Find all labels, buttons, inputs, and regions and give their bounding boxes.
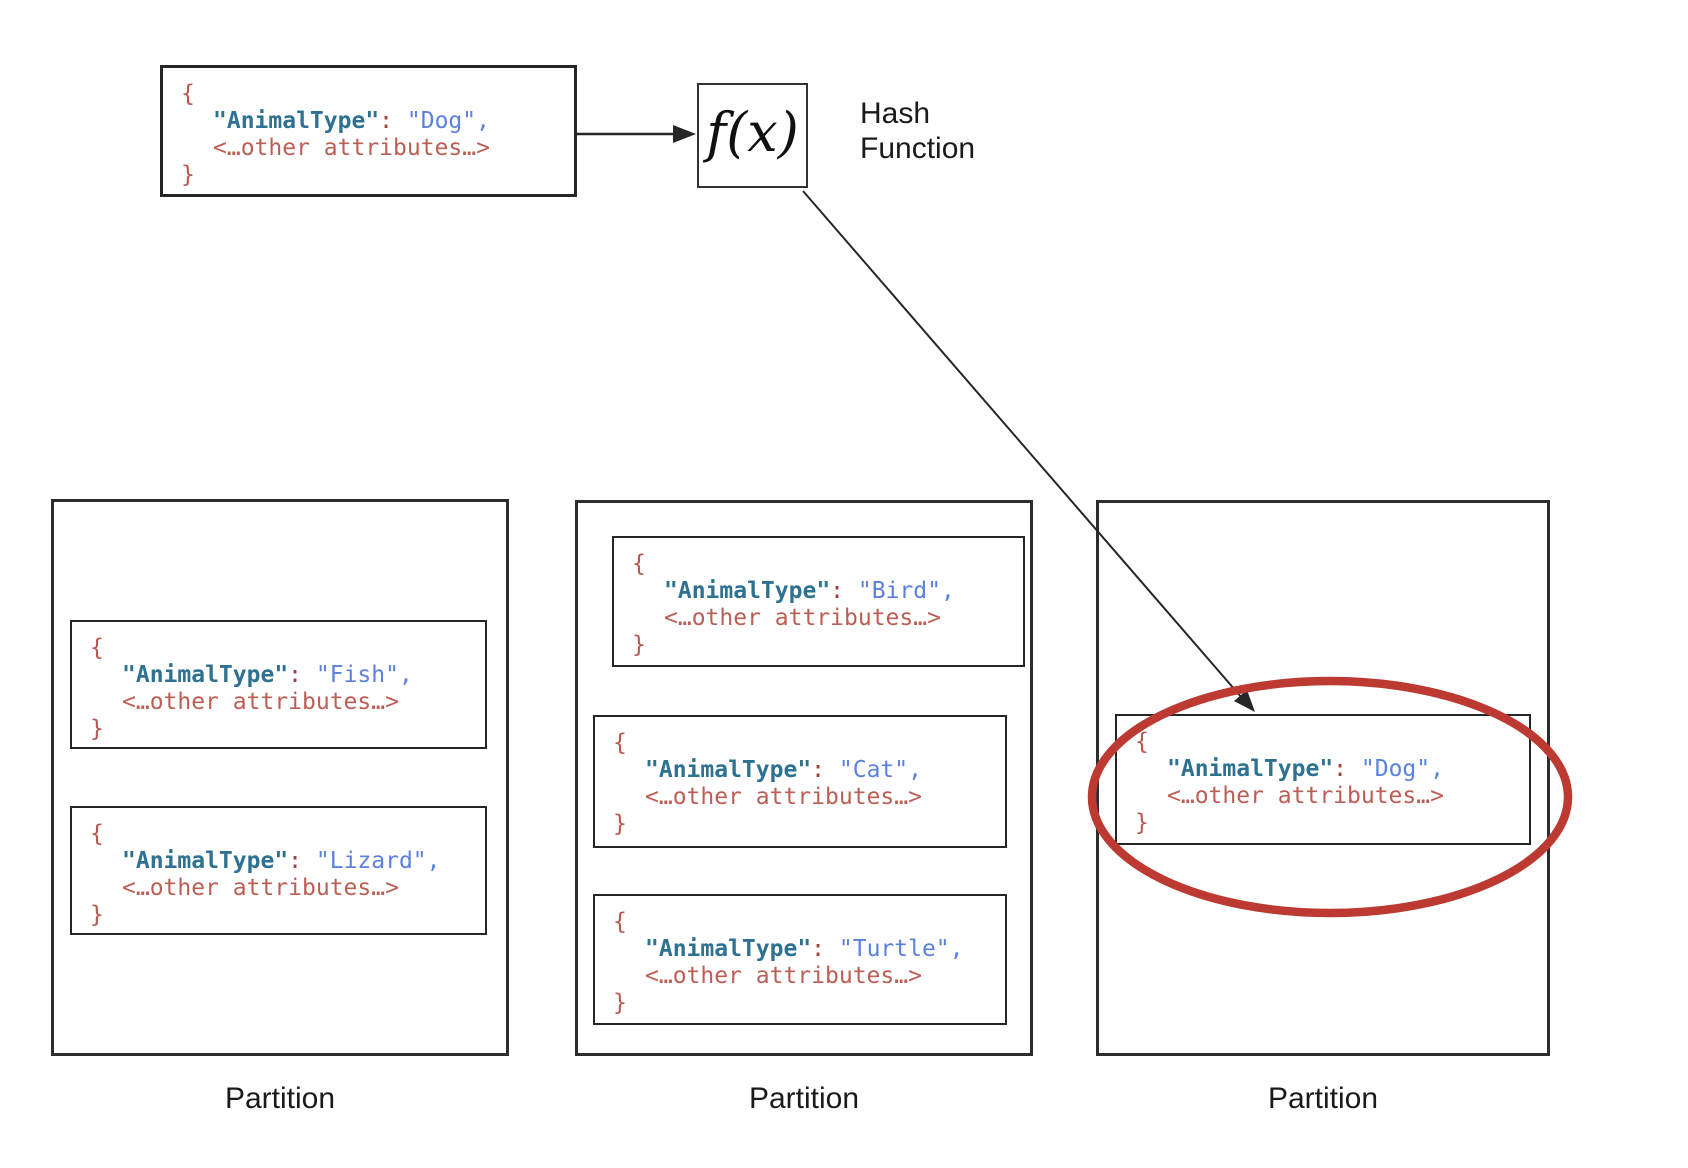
json-other-attributes: <…other attributes…> xyxy=(664,605,941,631)
json-key: "AnimalType" xyxy=(213,108,380,134)
arrowhead-source-to-hash xyxy=(673,125,696,143)
json-key: "AnimalType" xyxy=(645,936,812,962)
json-key-value-line: "AnimalType": "Fish", xyxy=(72,662,485,689)
hash-function-box: f(x) xyxy=(697,83,808,188)
json-value: "Bird", xyxy=(857,578,955,604)
partition-box-1 xyxy=(51,499,509,1056)
json-open-brace: { xyxy=(1135,729,1149,755)
record-dog-highlighted: { "AnimalType": "Dog", <…other attribute… xyxy=(1115,714,1531,845)
hash-function-label-line2: Function xyxy=(860,132,976,165)
json-close-brace: } xyxy=(90,716,104,742)
json-other-attributes: <…other attributes…> xyxy=(122,875,399,901)
json-other-attributes: <…other attributes…> xyxy=(1167,783,1444,809)
json-key-value-line: "AnimalType": "Dog", xyxy=(163,108,574,135)
json-close-brace: } xyxy=(613,990,627,1016)
json-close-brace: } xyxy=(90,902,104,928)
json-value: "Lizard", xyxy=(315,848,441,874)
hash-function-symbol: f(x) xyxy=(706,101,799,164)
json-value: "Dog", xyxy=(406,108,490,134)
json-colon: : xyxy=(379,108,407,134)
json-colon: : xyxy=(1333,756,1361,782)
partition-label-3: Partition xyxy=(1267,1082,1379,1115)
record-source-dog: { "AnimalType": "Dog", <…other attribute… xyxy=(160,65,577,197)
json-colon: : xyxy=(288,662,316,688)
json-key-value-line: "AnimalType": "Bird", xyxy=(614,578,1023,605)
record-lizard: { "AnimalType": "Lizard", <…other attrib… xyxy=(70,806,487,935)
record-fish: { "AnimalType": "Fish", <…other attribut… xyxy=(70,620,487,749)
json-close-brace: } xyxy=(181,162,195,188)
record-bird: { "AnimalType": "Bird", <…other attribut… xyxy=(612,536,1025,667)
json-close-brace: } xyxy=(1135,810,1149,836)
json-colon: : xyxy=(811,936,839,962)
json-key: "AnimalType" xyxy=(645,757,812,783)
json-key: "AnimalType" xyxy=(664,578,831,604)
json-open-brace: { xyxy=(181,81,195,107)
json-open-brace: { xyxy=(613,730,627,756)
json-open-brace: { xyxy=(90,635,104,661)
json-key: "AnimalType" xyxy=(122,848,289,874)
hash-function-label: Hash Function xyxy=(860,96,975,166)
json-colon: : xyxy=(830,578,858,604)
json-colon: : xyxy=(288,848,316,874)
partition-label-2: Partition xyxy=(748,1082,860,1115)
json-colon: : xyxy=(811,757,839,783)
record-cat: { "AnimalType": "Cat", <…other attribute… xyxy=(593,715,1007,848)
json-close-brace: } xyxy=(613,811,627,837)
json-key: "AnimalType" xyxy=(122,662,289,688)
json-value: "Dog", xyxy=(1360,756,1444,782)
json-key: "AnimalType" xyxy=(1167,756,1334,782)
partition-label-1: Partition xyxy=(224,1082,336,1115)
json-key-value-line: "AnimalType": "Cat", xyxy=(595,757,1005,784)
json-value: "Cat", xyxy=(838,757,922,783)
json-value: "Fish", xyxy=(315,662,413,688)
json-open-brace: { xyxy=(90,821,104,847)
json-other-attributes: <…other attributes…> xyxy=(645,784,922,810)
hash-function-label-line1: Hash xyxy=(860,97,931,130)
json-other-attributes: <…other attributes…> xyxy=(122,689,399,715)
json-open-brace: { xyxy=(632,551,646,577)
json-key-value-line: "AnimalType": "Lizard", xyxy=(72,848,485,875)
json-key-value-line: "AnimalType": "Dog", xyxy=(1117,756,1529,783)
json-key-value-line: "AnimalType": "Turtle", xyxy=(595,936,1005,963)
json-open-brace: { xyxy=(613,909,627,935)
json-other-attributes: <…other attributes…> xyxy=(645,963,922,989)
json-other-attributes: <…other attributes…> xyxy=(213,135,490,161)
json-close-brace: } xyxy=(632,632,646,658)
json-value: "Turtle", xyxy=(838,936,964,962)
record-turtle: { "AnimalType": "Turtle", <…other attrib… xyxy=(593,894,1007,1025)
